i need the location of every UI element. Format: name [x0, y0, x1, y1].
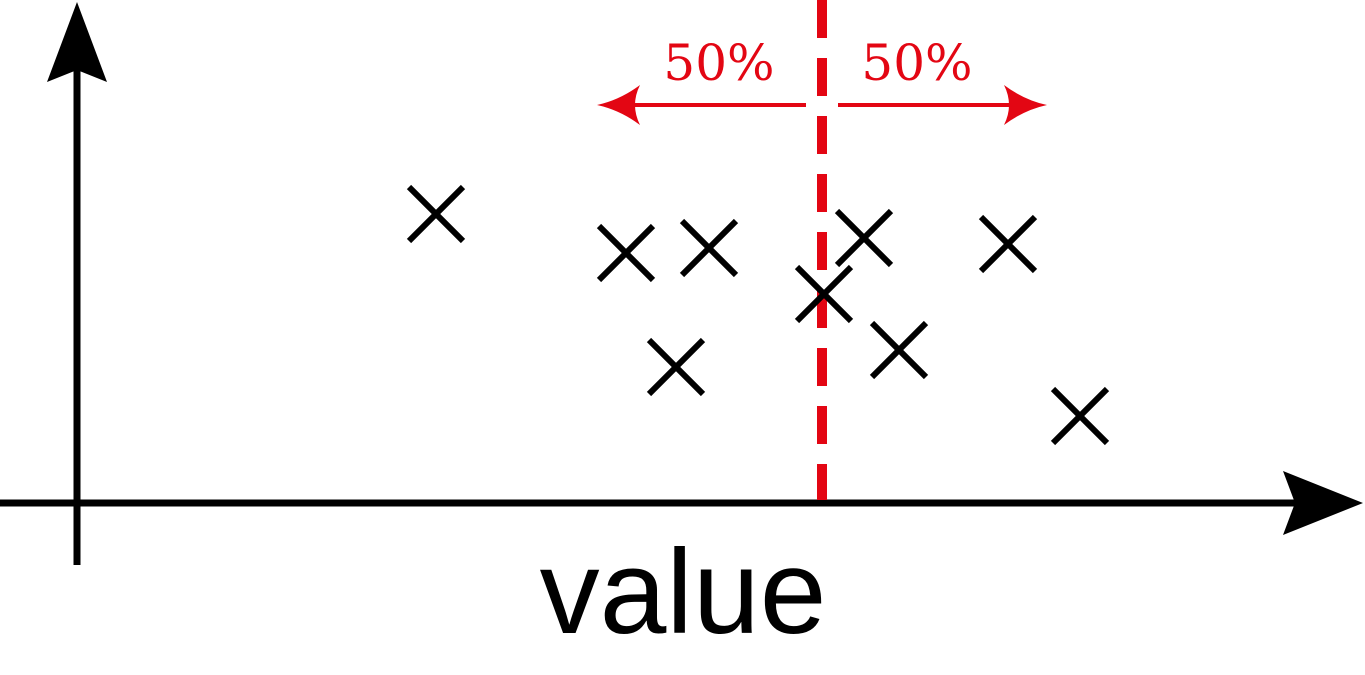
x-marker [978, 214, 1038, 274]
x-axis-arrowhead [1283, 471, 1363, 535]
right-half-arrow [838, 85, 1047, 125]
y-axis-arrowhead [47, 2, 107, 82]
left-half-arrow [597, 85, 806, 125]
x-marker [1050, 386, 1110, 446]
x-axis-label: value [540, 525, 827, 659]
x-marker [679, 218, 739, 278]
x-marker [406, 184, 466, 244]
right-percent-label: 50% [861, 34, 972, 92]
x-axis [0, 471, 1363, 535]
x-marker [596, 223, 656, 283]
scatter-points [406, 184, 1110, 446]
x-marker [646, 337, 706, 397]
x-marker [834, 208, 894, 268]
x-marker [794, 264, 854, 324]
left-percent-label: 50% [663, 34, 774, 92]
y-axis [47, 2, 107, 565]
x-marker [869, 320, 929, 380]
